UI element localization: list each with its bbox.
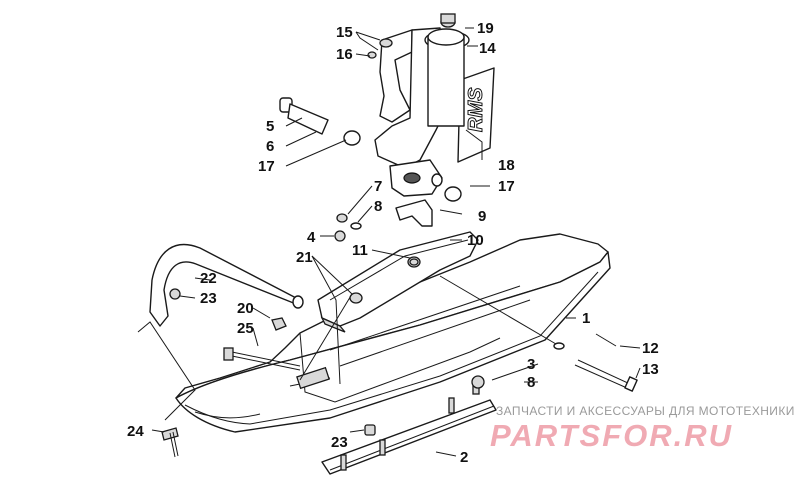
callout-17: 17 xyxy=(258,158,275,175)
callout-7: 7 xyxy=(374,178,382,195)
spindle xyxy=(374,13,470,227)
callout-14: 14 xyxy=(479,40,496,57)
callout-22: 22 xyxy=(200,270,217,287)
ski-loop-handle xyxy=(149,243,304,327)
callout-8: 8 xyxy=(374,198,382,215)
callout-25: 25 xyxy=(237,320,254,337)
leader-lines xyxy=(137,27,641,457)
callout-19: 19 xyxy=(477,20,494,37)
callout-23-lower: 23 xyxy=(331,434,348,451)
spindle-bracket xyxy=(317,231,479,333)
callout-2: 2 xyxy=(460,449,468,466)
watermark: ЗАПЧАСТИ И АКСЕССУАРЫ ДЛЯ МОТОТЕХНИКИ PA… xyxy=(490,404,795,453)
decal-text: RMS xyxy=(465,87,487,132)
callout-numbers: 15 19 16 14 5 6 17 18 17 7 8 9 4 11 10 2… xyxy=(127,20,659,466)
watermark-subtitle: ЗАПЧАСТИ И АКСЕССУАРЫ ДЛЯ МОТОТЕХНИКИ xyxy=(496,404,795,418)
hardware xyxy=(161,38,638,458)
wear-bar xyxy=(321,379,497,475)
callout-15: 15 xyxy=(336,24,353,41)
callout-3: 3 xyxy=(527,356,535,373)
callout-4: 4 xyxy=(307,229,316,246)
callout-17-lower: 17 xyxy=(498,178,515,195)
callout-24: 24 xyxy=(127,423,144,440)
callout-20: 20 xyxy=(237,300,254,317)
callout-23: 23 xyxy=(200,290,217,307)
callout-1: 1 xyxy=(582,310,590,327)
callout-10: 10 xyxy=(467,232,484,249)
callout-18: 18 xyxy=(498,157,515,174)
watermark-brand: PARTSFOR.RU xyxy=(490,418,733,453)
callout-13: 13 xyxy=(642,361,659,378)
callout-9: 9 xyxy=(478,208,486,225)
callout-12: 12 xyxy=(642,340,659,357)
callout-8-lower: 8 xyxy=(527,374,535,391)
ski-body xyxy=(175,233,611,433)
callout-21: 21 xyxy=(296,249,313,266)
callout-16: 16 xyxy=(336,46,353,63)
spindle-decal: RMS xyxy=(457,67,495,163)
callout-6: 6 xyxy=(266,138,274,155)
callout-11: 11 xyxy=(352,242,368,259)
callout-5: 5 xyxy=(266,118,274,135)
